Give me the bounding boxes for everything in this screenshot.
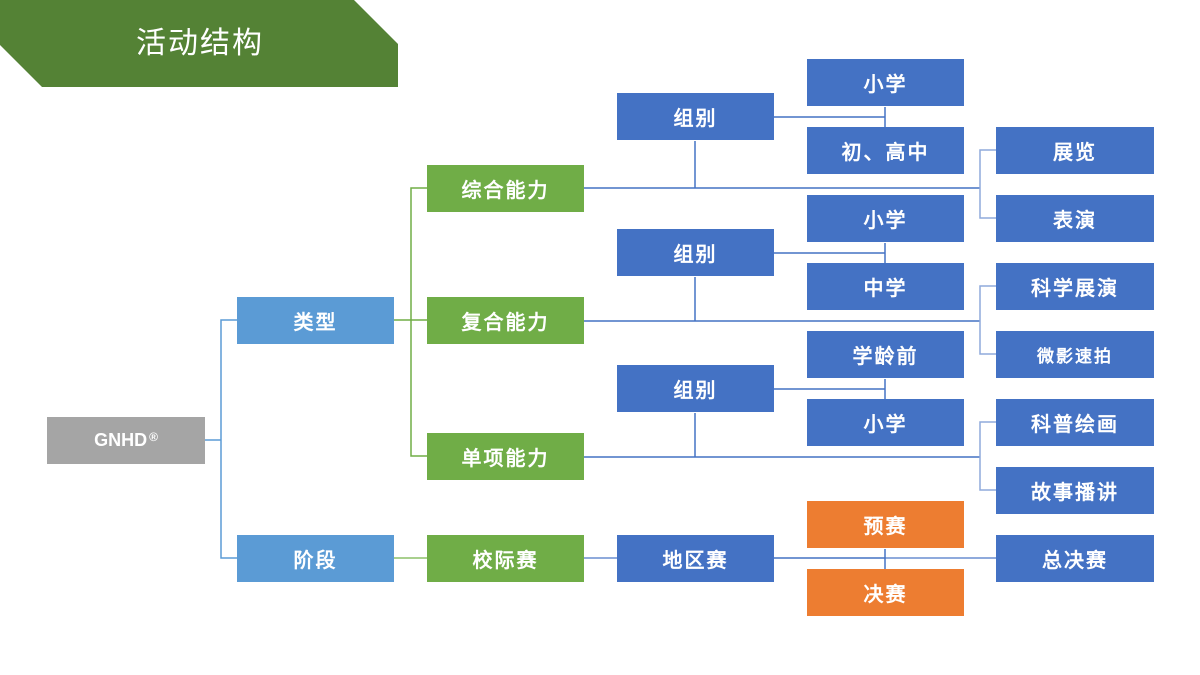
- header-banner: 活动结构: [0, 0, 398, 87]
- root-connectors: [205, 319, 237, 559]
- group-node[interactable]: 组别: [617, 229, 774, 276]
- grand-final-node[interactable]: 总决赛: [996, 535, 1154, 582]
- school-stage-node[interactable]: 校际赛: [427, 535, 584, 582]
- registered-mark: ®: [149, 429, 158, 444]
- ability3-connectors: [584, 379, 996, 491]
- group-node[interactable]: 组别: [617, 365, 774, 412]
- group-option[interactable]: 初、高中: [807, 127, 964, 174]
- group-node[interactable]: 组别: [617, 93, 774, 140]
- type-node[interactable]: 类型: [237, 297, 394, 344]
- item-node[interactable]: 微影速拍: [996, 331, 1154, 378]
- ability-node-compound[interactable]: 复合能力: [427, 297, 584, 344]
- preliminary-round-node[interactable]: 预赛: [807, 501, 964, 548]
- item-node[interactable]: 科学展演: [996, 263, 1154, 310]
- banner-shape: [0, 0, 398, 87]
- ability-node-comprehensive[interactable]: 综合能力: [427, 165, 584, 212]
- group-option[interactable]: 小学: [807, 399, 964, 446]
- item-node[interactable]: 故事播讲: [996, 467, 1154, 514]
- ability1-connectors: [584, 107, 996, 219]
- item-node[interactable]: 表演: [996, 195, 1154, 242]
- ability2-connectors: [584, 243, 996, 355]
- root-node[interactable]: GNHD®: [47, 417, 205, 464]
- regional-connectors: [774, 549, 996, 569]
- final-round-node[interactable]: 决赛: [807, 569, 964, 616]
- group-option[interactable]: 小学: [807, 195, 964, 242]
- page-title: 活动结构: [136, 26, 264, 61]
- stage-node[interactable]: 阶段: [237, 535, 394, 582]
- group-option[interactable]: 小学: [807, 59, 964, 106]
- regional-stage-node[interactable]: 地区赛: [617, 535, 774, 582]
- ability-node-single[interactable]: 单项能力: [427, 433, 584, 480]
- group-option[interactable]: 中学: [807, 263, 964, 310]
- type-connectors: [394, 187, 427, 457]
- item-node[interactable]: 科普绘画: [996, 399, 1154, 446]
- group-option[interactable]: 学龄前: [807, 331, 964, 378]
- root-label: GNHD: [94, 430, 148, 450]
- item-node[interactable]: 展览: [996, 127, 1154, 174]
